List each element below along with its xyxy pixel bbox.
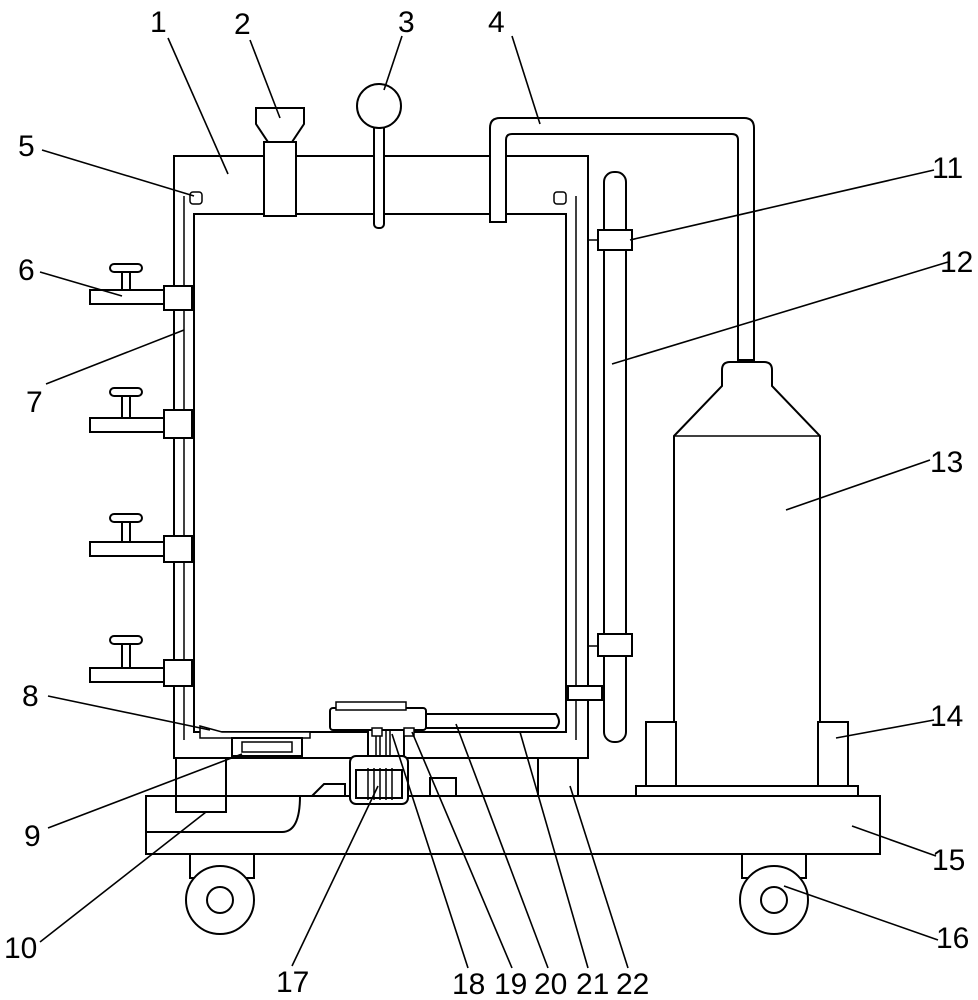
connecting-pipe: [489, 117, 755, 361]
stirrer-assembly: [329, 701, 560, 737]
bottle-brackets: [635, 721, 859, 797]
label-14: 14: [930, 700, 963, 733]
label-16: 16: [936, 922, 969, 955]
label-7: 7: [26, 386, 43, 419]
feed-inlet: [255, 107, 305, 217]
label-8: 8: [22, 680, 39, 713]
part-labels: 1 2 3 4 5 6 7 8 9 10 11 12 13 14 15 16 1…: [4, 6, 973, 1000]
label-21: 21: [576, 968, 609, 1000]
label-19: 19: [494, 968, 527, 1000]
wheel-left: [185, 853, 255, 935]
leader-lines: [39, 35, 949, 969]
valve-2: [89, 387, 193, 439]
valve-3: [89, 513, 193, 563]
label-13: 13: [930, 446, 963, 479]
inner-hooks: [189, 191, 567, 205]
label-18: 18: [452, 968, 485, 1000]
tank-outer-shell: [173, 155, 589, 759]
pressure-gauge: [356, 83, 402, 229]
label-10: 10: [4, 932, 37, 965]
motor: [349, 729, 409, 805]
label-3: 3: [398, 6, 415, 39]
valve-1: [89, 263, 193, 311]
valve-4: [89, 635, 193, 687]
wheel-right: [739, 853, 809, 935]
label-22: 22: [616, 968, 649, 1000]
label-5: 5: [18, 130, 35, 163]
label-9: 9: [24, 820, 41, 853]
label-12: 12: [940, 246, 973, 279]
label-2: 2: [234, 8, 251, 41]
label-1: 1: [150, 6, 167, 39]
label-17: 17: [276, 966, 309, 999]
sight-glass: [567, 171, 633, 743]
label-15: 15: [932, 844, 965, 877]
gas-bottle: [673, 361, 821, 791]
bottom-outlet: [199, 725, 311, 757]
label-6: 6: [18, 254, 35, 287]
label-4: 4: [488, 6, 505, 39]
label-11: 11: [932, 152, 963, 185]
label-20: 20: [534, 968, 567, 1000]
